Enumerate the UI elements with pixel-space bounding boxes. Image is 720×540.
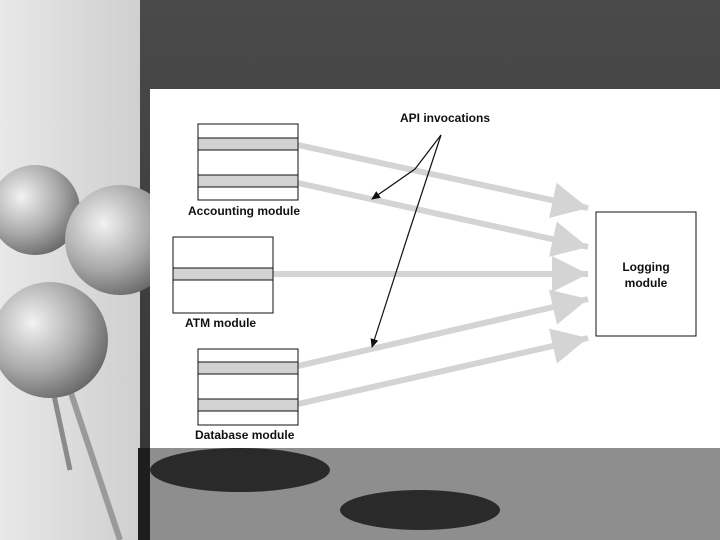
logging-label-line2: module (624, 276, 668, 290)
database-module-label: Database module (195, 428, 295, 442)
database-module-box (197, 348, 299, 426)
atm-module-label: ATM module (185, 316, 257, 330)
api-stripe (197, 361, 299, 375)
callout-arrow-upper (371, 134, 442, 200)
invocation-arrow-accounting-2 (297, 180, 589, 257)
accounting-module-box (197, 123, 299, 201)
invocation-arrow-database-2 (297, 328, 589, 407)
module-diagram (172, 123, 697, 426)
accounting-module-label: Accounting module (188, 204, 300, 218)
callout-arrow-lower (370, 134, 442, 348)
api-stripe (172, 267, 274, 281)
pushpin-icon (0, 165, 175, 540)
invocation-arrow-accounting-1 (297, 142, 589, 218)
api-invocations-label: API invocations (400, 111, 491, 125)
api-stripe (197, 137, 299, 151)
logging-module-box (595, 211, 697, 337)
logging-label-line1: Logging (622, 260, 670, 274)
api-stripe (197, 398, 299, 412)
atm-module-box (172, 236, 274, 314)
logging-module-label: Logging module (596, 259, 696, 291)
diagram-panel: API invocations Accounting module ATM mo… (150, 89, 720, 448)
invocation-arrow-database-1 (297, 289, 589, 369)
api-stripe (197, 174, 299, 188)
